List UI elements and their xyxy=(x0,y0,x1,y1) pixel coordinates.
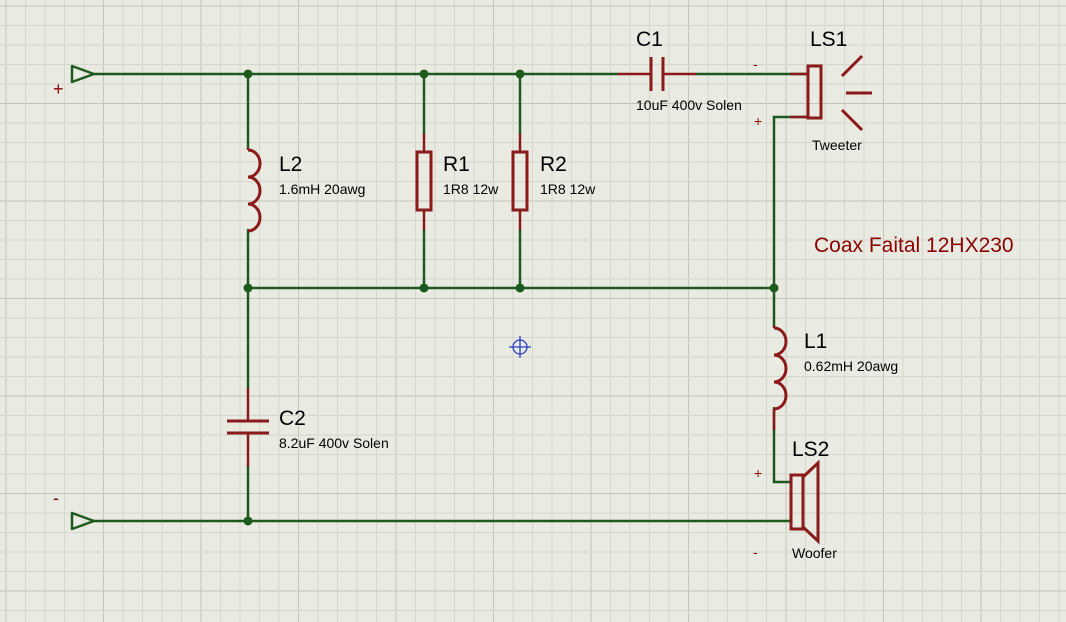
junction xyxy=(769,283,779,293)
terminal-negative[interactable]: - xyxy=(53,488,96,531)
r1-value: 1R8 12w xyxy=(443,181,499,197)
l2-ref: L2 xyxy=(279,153,302,176)
terminal-positive-label: + xyxy=(53,79,64,99)
terminal-positive-arrow[interactable] xyxy=(70,64,96,84)
c2-ref: C2 xyxy=(279,407,306,430)
ls2-cone xyxy=(801,459,820,545)
schematic-title: Coax Faital 12HX230 xyxy=(814,234,1014,257)
ls1-label: Tweeter xyxy=(812,137,862,153)
r2-value: 1R8 12w xyxy=(540,181,596,197)
ls1-body xyxy=(806,64,823,120)
junction xyxy=(515,69,525,79)
ls1-pin-top-label: - xyxy=(753,56,758,72)
terminal-negative-arrow[interactable] xyxy=(70,511,96,531)
junctions xyxy=(243,69,779,526)
inductor-l2[interactable]: L2 1.6mH 20awg xyxy=(246,148,365,233)
r1-ref: R1 xyxy=(443,153,470,176)
ls2-pin-top-label: + xyxy=(754,465,762,481)
inductor-l1[interactable]: L1 0.62mH 20awg xyxy=(772,326,898,430)
c2-value: 8.2uF 400v Solen xyxy=(279,435,389,451)
crosshair-icon xyxy=(509,336,531,358)
speaker-ls2[interactable]: LS2 + - Woofer xyxy=(753,438,837,561)
l2-value: 1.6mH 20awg xyxy=(279,181,365,197)
resistor-r1[interactable]: R1 1R8 12w xyxy=(415,134,499,230)
ls2-pin-bottom-label: - xyxy=(753,544,758,560)
terminal-negative-label: - xyxy=(53,488,59,508)
l1-value: 0.62mH 20awg xyxy=(804,358,898,374)
ls1-wave-upper xyxy=(840,54,864,78)
l2-coil xyxy=(247,148,262,233)
junction xyxy=(243,69,253,79)
l1-coil xyxy=(773,326,788,411)
ls2-label: Woofer xyxy=(792,545,837,561)
junction xyxy=(419,69,429,79)
c1-value: 10uF 400v Solen xyxy=(636,97,742,113)
c1-ref: C1 xyxy=(636,28,663,51)
terminal-positive[interactable]: + xyxy=(53,64,96,99)
ls2-magnet xyxy=(789,473,805,531)
l1-ref: L1 xyxy=(804,330,827,353)
ls1-ref: LS1 xyxy=(810,28,847,51)
junction xyxy=(515,283,525,293)
ls1-pin-bottom-label: + xyxy=(754,113,762,129)
ls1-wave-lower xyxy=(840,108,864,132)
capacitor-c1[interactable]: C1 10uF 400v Solen xyxy=(618,28,742,113)
wire-l1-to-ls2[interactable] xyxy=(772,406,793,484)
r2-ref: R2 xyxy=(540,153,567,176)
capacitor-c2[interactable]: C2 8.2uF 400v Solen xyxy=(227,388,389,466)
junction xyxy=(243,283,253,293)
junction xyxy=(419,283,429,293)
junction xyxy=(243,516,253,526)
resistor-r2[interactable]: R2 1R8 12w xyxy=(511,134,596,230)
ls2-ref: LS2 xyxy=(792,438,829,461)
speaker-ls1[interactable]: LS1 - + Tweeter xyxy=(753,28,872,153)
